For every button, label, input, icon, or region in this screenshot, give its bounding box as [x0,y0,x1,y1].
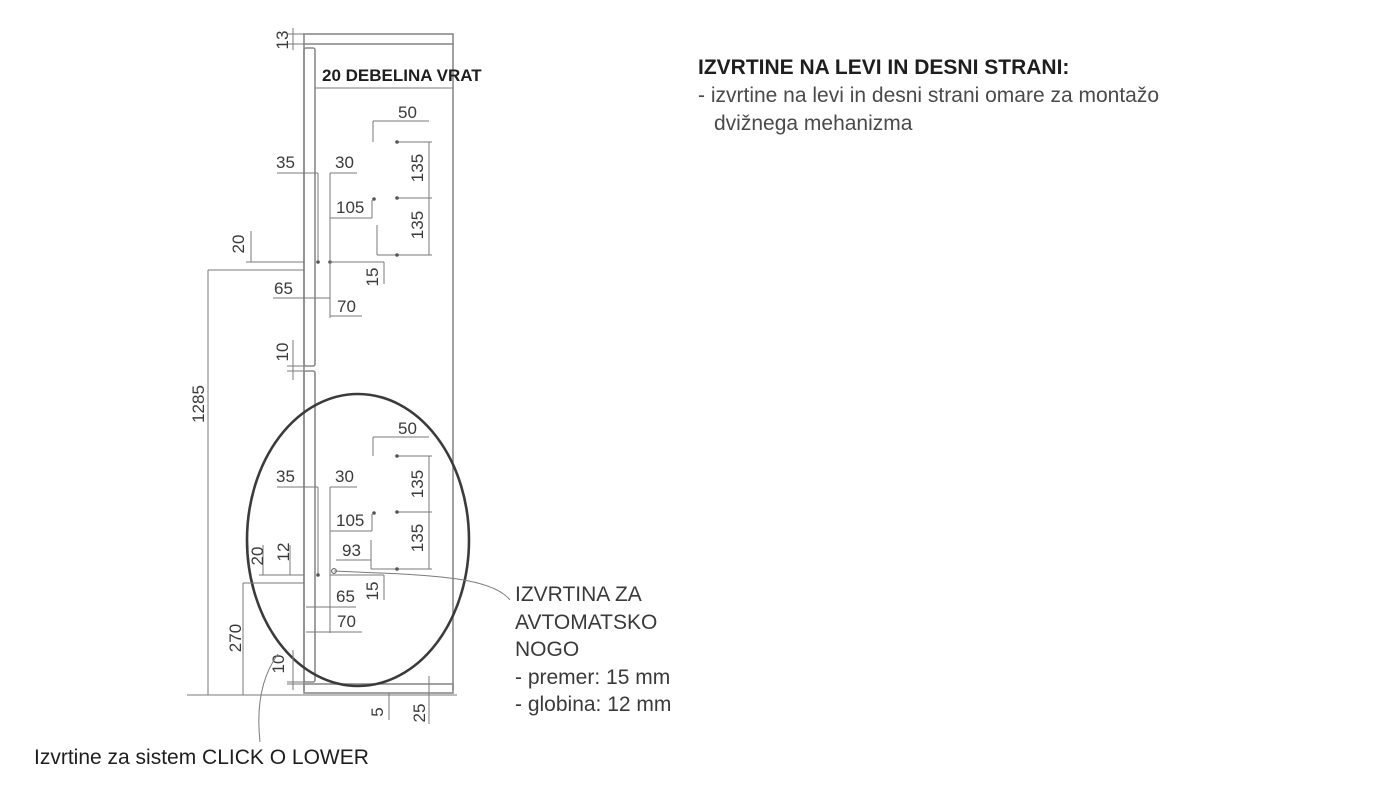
callout-line-2: AVTOMATSKO [515,611,657,634]
cabinet-outline [303,33,454,694]
dim-mid-gap: 10 [273,340,304,380]
lower-dim-35: 35 [276,467,295,486]
dim-13: 13 [273,31,292,50]
upper-hole-group: 50 135 135 35 30 105 20 15 65 70 [229,103,432,318]
lower-dim-12: 12 [274,543,293,562]
lower-dim-20: 20 [248,547,267,566]
lower-dim-30: 30 [335,467,354,486]
lower-hole-group: 50 135 135 35 30 105 93 20 12 15 [248,419,432,633]
upper-dim-135a: 135 [408,154,427,182]
lower-dim-70: 70 [337,612,356,631]
callout-line-1: IZVRTINA ZA [515,583,642,606]
caption-leader [258,653,279,743]
notes-title: IZVRTINE NA LEVI IN DESNI STRANI: [698,56,1070,79]
dim-5: 5 [368,707,387,716]
callout-leader [333,570,511,601]
dim-25: 25 [410,704,429,723]
dim-bottom-10: 10 [269,655,288,674]
lower-dim-135a: 135 [408,470,427,498]
upper-dim-65: 65 [274,279,293,298]
lower-dim-105: 105 [336,511,364,530]
bottom-caption: Izvrtine za sistem CLICK O LOWER [34,746,369,769]
notes-line-1: - izvrtine na levi in desni strani omare… [698,84,1160,107]
lower-dim-135b: 135 [408,524,427,552]
lower-dim-15: 15 [363,582,382,601]
upper-dim-35: 35 [276,153,295,172]
door-thickness-label: 20 DEBELINA VRAT [322,66,482,85]
callout-line-5: - globina: 12 mm [515,693,671,716]
notes-line-2: dvižnega mehanizma [714,112,913,135]
dim-height-1285: 1285 [189,269,304,695]
dim-height-270: 270 [226,582,304,695]
callout-text: IZVRTINA ZA AVTOMATSKO NOGO - premer: 15… [515,583,671,716]
dim-270: 270 [226,624,245,652]
upper-dim-50: 50 [398,103,417,122]
lower-dim-50: 50 [398,419,417,438]
upper-dim-20: 20 [229,235,248,254]
upper-dim-105: 105 [336,198,364,217]
upper-dim-15: 15 [363,268,382,287]
highlight-ellipse [245,392,471,688]
callout-line-3: NOGO [515,638,579,661]
lower-dim-93: 93 [342,541,361,560]
lower-dim-65: 65 [336,587,355,606]
upper-dim-135b: 135 [408,211,427,239]
upper-dim-30: 30 [335,153,354,172]
dim-mid-10: 10 [273,343,292,362]
dim-bottom-gap: 10 [269,650,304,690]
dim-top-gap: 13 [273,28,304,50]
dim-bottom-small: 5 25 [368,676,430,724]
callout-line-4: - premer: 15 mm [515,666,670,689]
dim-1285: 1285 [189,385,208,423]
upper-dim-70: 70 [337,297,356,316]
